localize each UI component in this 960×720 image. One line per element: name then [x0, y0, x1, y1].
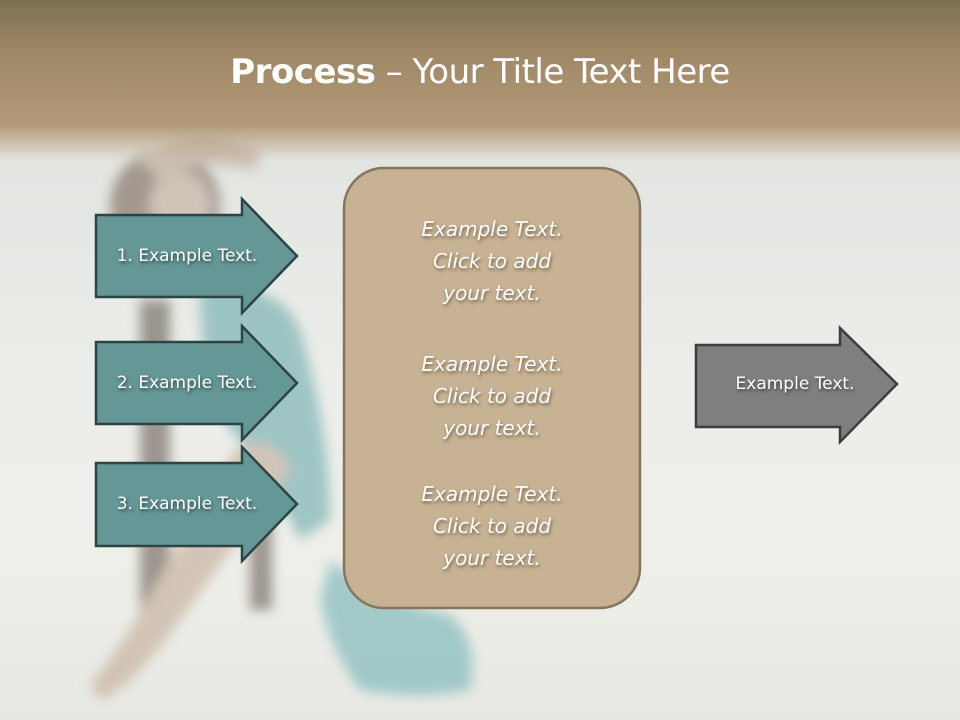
center-box-block-3: Example Text. Click to add your text. — [344, 478, 640, 574]
input-arrow-2[interactable] — [94, 322, 299, 444]
title-band — [0, 0, 960, 160]
block-1-line-3: your text. — [443, 281, 541, 305]
block-2-line-1: Example Text. — [421, 352, 563, 376]
input-arrow-3[interactable] — [94, 443, 299, 565]
block-3-line-2: Click to add — [432, 514, 552, 538]
input-arrow-1-label: 1. Example Text. — [116, 246, 258, 266]
input-arrow-1[interactable] — [94, 195, 299, 317]
block-1-line-1: Example Text. — [421, 217, 563, 241]
block-3-line-1: Example Text. — [421, 482, 563, 506]
block-1-line-2: Click to add — [432, 249, 552, 273]
center-box-block-1: Example Text. Click to add your text. — [344, 213, 640, 309]
block-2-line-2: Click to add — [432, 384, 552, 408]
block-2-line-3: your text. — [443, 416, 541, 440]
block-3-line-3: your text. — [443, 546, 541, 570]
center-box-block-2: Example Text. Click to add your text. — [344, 348, 640, 444]
slide-title: Process – Your Title Text Here — [0, 52, 960, 92]
input-arrow-3-label: 3. Example Text. — [116, 494, 258, 514]
title-rest: – Your Title Text Here — [375, 52, 731, 92]
output-arrow[interactable] — [694, 325, 899, 446]
center-process-box[interactable] — [342, 166, 642, 610]
output-arrow-label: Example Text. — [735, 374, 855, 394]
title-bold: Process — [230, 52, 376, 92]
input-arrow-2-label: 2. Example Text. — [116, 373, 258, 393]
